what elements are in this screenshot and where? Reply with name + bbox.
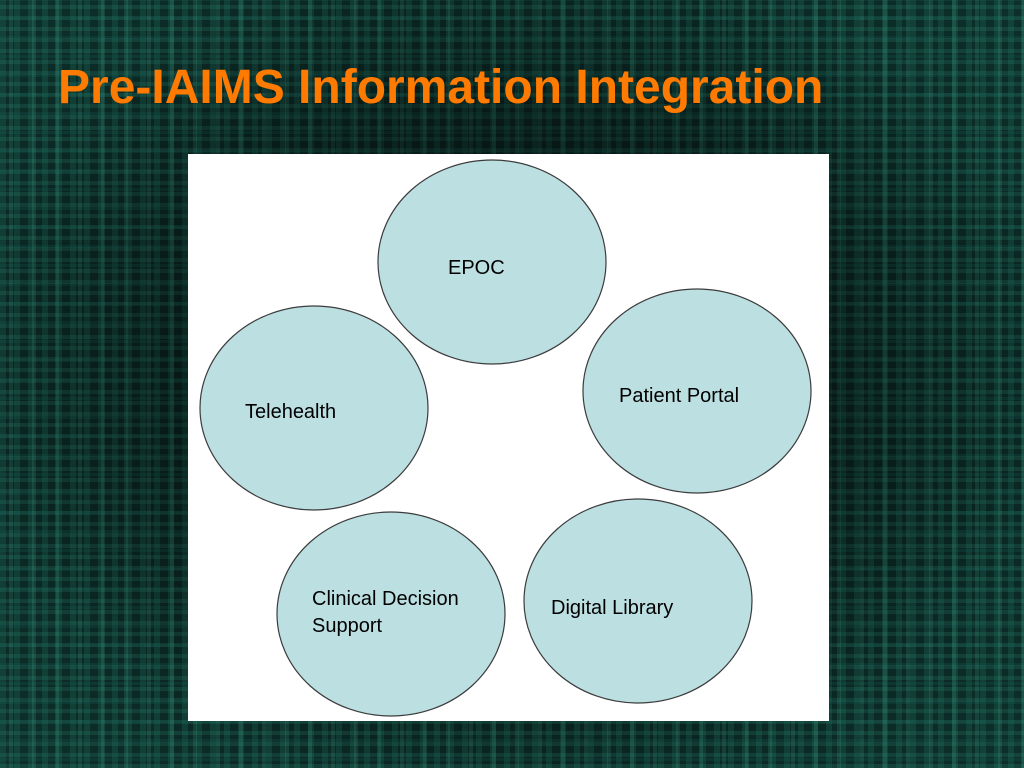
node-label-clinical-decision-support: Clinical Decision (312, 588, 459, 610)
node-label-clinical-decision-support: Support (312, 615, 382, 637)
node-circle-clinical-decision-support (276, 511, 506, 717)
node-patient-portal: Patient Portal (582, 288, 812, 494)
node-circle-patient-portal (582, 288, 812, 494)
node-epoc: EPOC (377, 159, 607, 365)
node-label-digital-library: Digital Library (551, 597, 673, 619)
node-circle-telehealth (199, 305, 429, 511)
node-label-patient-portal: Patient Portal (619, 385, 739, 407)
node-digital-library: Digital Library (523, 498, 753, 704)
node-label-epoc: EPOC (448, 257, 505, 279)
node-label-telehealth: Telehealth (245, 401, 336, 423)
node-telehealth: Telehealth (199, 305, 429, 511)
node-circle-epoc (377, 159, 607, 365)
node-circle-digital-library (523, 498, 753, 704)
slide-title: Pre-IAIMS Information Integration (58, 61, 824, 114)
